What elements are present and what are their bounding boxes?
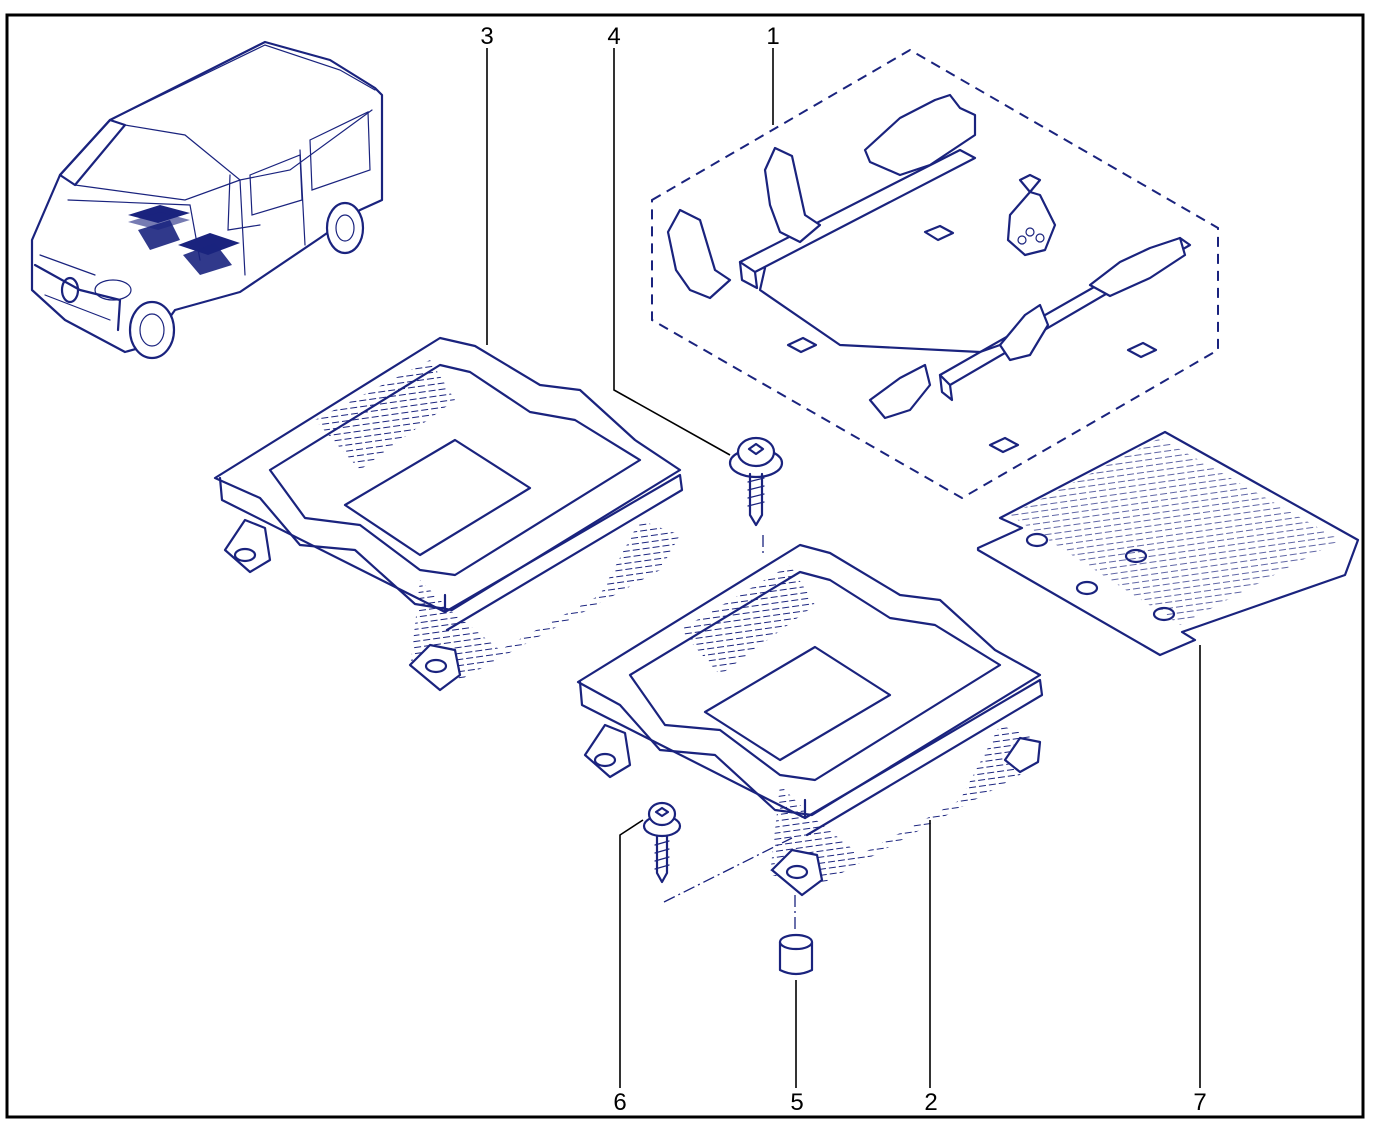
leader-6 <box>619 819 644 1088</box>
leader-4 <box>613 48 731 456</box>
spacer-sleeve <box>778 895 814 976</box>
leader-lines <box>486 48 1201 1088</box>
seat-runner-kit <box>651 48 1219 500</box>
diagram-frame <box>5 13 1365 1119</box>
seat-base-highlight-right <box>178 233 240 275</box>
seat-base-right <box>576 543 1044 897</box>
callout-1: 1 <box>766 23 779 50</box>
screw-bottom <box>642 801 793 903</box>
seat-base-left <box>213 336 684 692</box>
callout-7: 7 <box>1193 1089 1206 1116</box>
callout-4: 4 <box>607 23 620 50</box>
van-illustration <box>30 40 384 360</box>
seat-base-highlight-left <box>128 205 190 250</box>
callout-2: 2 <box>924 1089 937 1116</box>
callout-5: 5 <box>790 1089 803 1116</box>
floor-mat <box>976 430 1360 657</box>
callout-labels: 1 3 4 6 5 2 7 <box>480 23 1206 1116</box>
callout-3: 3 <box>480 23 493 50</box>
screw-top <box>728 436 784 555</box>
callout-6: 6 <box>613 1089 626 1116</box>
